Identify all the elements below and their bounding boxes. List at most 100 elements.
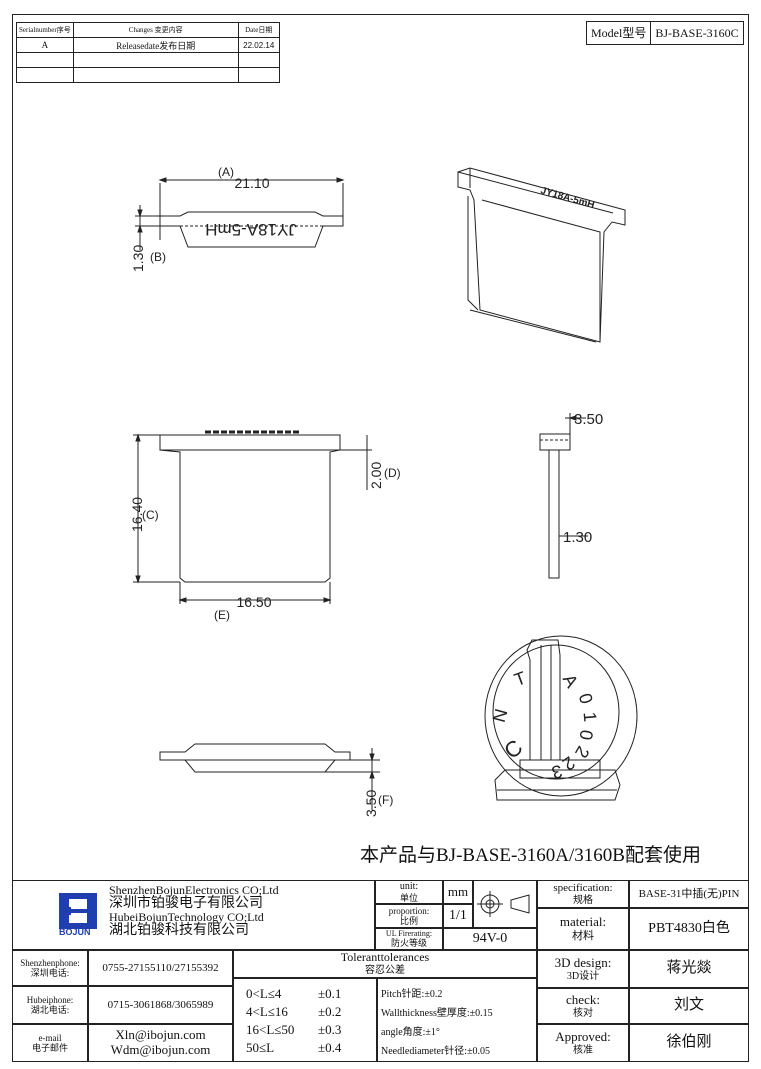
tolerance-range: 4<L≤16: [246, 1004, 288, 1019]
model-label: Model型号: [591, 26, 647, 40]
assembly-char: 0: [575, 691, 597, 706]
design-value: 蒋光燚: [629, 950, 749, 988]
dim-d-tag: (D): [384, 466, 401, 480]
spec-item: Pitch针距:±0.2: [381, 989, 443, 1000]
spec-item: Wallthickness壁厚度:±0.15: [381, 1008, 493, 1019]
bojun-logo-icon: [59, 893, 97, 929]
unit-label-cell: unit: 单位: [375, 880, 443, 904]
tolerance-value: ±0.4: [318, 1040, 342, 1055]
assembly-char: 0: [575, 728, 596, 741]
unit-label: unit:: [399, 881, 419, 893]
check-value: 刘文: [629, 988, 749, 1024]
table-row: [16, 52, 280, 68]
spec-value: BASE-31中插(无)PIN: [629, 880, 749, 908]
assembly-char: A: [559, 671, 582, 691]
check-label: check:: [566, 991, 600, 1007]
contact-label: Hubeiphone:: [26, 994, 74, 1005]
dim-a-tag: (A): [218, 165, 234, 179]
spec-label-cell: specification: 规格: [537, 880, 629, 908]
assembly-char: 1: [580, 711, 601, 723]
iso-engraving: JY18A-5mH: [539, 185, 595, 211]
approved-label-cn: 核准: [573, 1044, 593, 1056]
approved-label: Approved:: [555, 1028, 611, 1044]
material-label: material:: [559, 914, 607, 930]
tolerance-table: 0<L≤4±0.1 4<L≤16 ±0.2 16<L≤50 ±0.3 50≤L ±0.…: [233, 978, 377, 1062]
tolerance-value: ±0.2: [318, 1004, 342, 1019]
usage-note: 本产品与BJ-BASE-3160A/3160B配套使用: [360, 845, 701, 866]
company-en-1: ShenzhenBojunElectronics CO;Ltd: [109, 883, 279, 897]
fire-label: UL Firerating:: [385, 929, 433, 939]
assembly-char: 3: [550, 761, 565, 783]
proportion-value: 1/1: [443, 904, 473, 928]
dim-e-tag: (E): [214, 608, 230, 622]
contact-label-cn: 湖北电话:: [30, 1005, 70, 1015]
fire-label-cell: UL Firerating: 防火等级: [375, 928, 443, 950]
email-2: Wdm@ibojun.com: [110, 1042, 211, 1057]
contact-value: 0755-27155110/27155392: [88, 950, 233, 986]
assembly-char: C: [499, 734, 527, 763]
rev-cell: [237, 67, 280, 83]
unit-label-cn: 单位: [399, 892, 418, 903]
fire-value: 94V-0: [443, 928, 537, 950]
spec-label: specification:: [553, 881, 613, 894]
dim-f-value: 3.50: [363, 790, 379, 817]
table-row: 0<L≤4±0.1: [246, 985, 376, 1003]
dim-c-value: 16.40: [129, 497, 145, 532]
design-label-cn: 3D设计: [566, 970, 600, 982]
side-view: 3.50 1.30: [539, 411, 603, 579]
dim-a-value: 21.10: [234, 175, 269, 191]
table-row: 4<L≤16 ±0.2: [246, 1003, 376, 1021]
tolerance-title-cn: 容忍公差: [365, 965, 405, 977]
front-view: 16.40 (C) 2.00 (D) 16.50 (E): [129, 430, 401, 622]
contact-value: 0715-3061868/3065989: [88, 986, 233, 1024]
tolerance-title-cell: Toleranttolerances 容忍公差: [233, 950, 537, 978]
engraving-text: JY18A-5mH: [205, 220, 297, 239]
assembly-char: T: [512, 668, 529, 691]
pin-head-dim: 3.50: [574, 411, 603, 428]
company-cn-2: 湖北铂骏科技有限公司: [109, 922, 249, 938]
email-cell: Xln@ibojun.com Wdm@ibojun.com: [88, 1024, 233, 1062]
check-label-cell: check: 核对: [537, 988, 629, 1024]
proportion-label: proportion:: [388, 905, 430, 916]
company-cell: BOJUN ShenzhenBojunElectronics CO;Ltd 深圳…: [12, 880, 375, 950]
tolerance-value: ±0.3: [318, 1022, 342, 1037]
assembly-char: N: [489, 707, 512, 725]
design-label-cell: 3D design: 3D设计: [537, 950, 629, 988]
proportion-label-cn: 比例: [399, 916, 418, 926]
contact-label: e-mail: [38, 1032, 62, 1043]
dim-c-tag: (C): [142, 508, 159, 522]
projection-symbol-cell: [473, 880, 537, 928]
check-label-cn: 核对: [573, 1007, 593, 1019]
revision-table: Serialnumber序号 Changes 变更内容 Date日期 A Rel…: [16, 22, 280, 83]
material-label-cell: material: 材料: [537, 908, 629, 950]
tolerance-range: 50≤L: [246, 1040, 275, 1055]
dim-b-tag: (B): [150, 250, 166, 264]
dim-b-value: 1.30: [130, 245, 146, 272]
table-row: 16<L≤50 ±0.3: [246, 1021, 376, 1039]
spec-item: angle角度:±1°: [381, 1027, 440, 1038]
tolerance-range: 16<L≤50: [246, 1022, 295, 1037]
iso-view: JY18A-5mH: [457, 167, 626, 343]
spec-item: Needlediameter针径:±0.05: [381, 1046, 491, 1057]
technical-drawing: JY18A-5mH (A) 21.10 1.30 (B) JY18A-5mH 1…: [129, 165, 638, 817]
material-label-cn: 材料: [572, 930, 594, 943]
spec-tolerance-list: Pitch针距:±0.2 Wallthickness壁厚度:±0.15 angl…: [377, 978, 537, 1062]
top-view: JY18A-5mH (A) 21.10 1.30 (B): [130, 165, 345, 272]
company-cn-1: 深圳市铂骏电子有限公司: [109, 895, 263, 911]
bottom-view: 3.50 (F): [159, 743, 393, 817]
logo-text: BOJUN: [59, 927, 91, 937]
title-block: BOJUN ShenzhenBojunElectronics CO;Ltd 深圳…: [12, 880, 749, 1062]
approved-value: 徐伯刚: [629, 1024, 749, 1062]
fire-label-cn: 防火等级: [390, 938, 427, 949]
assembly-view: C N T A 0 1 0 2 2 3: [484, 635, 638, 801]
contact-label-cell: Hubeiphone: 湖北电话:: [12, 986, 88, 1024]
contact-label-cn: 电子邮件: [31, 1043, 68, 1053]
material-value: PBT4830白色: [629, 908, 749, 950]
dim-e-value: 16.50: [236, 594, 271, 610]
tolerance-value: ±0.1: [318, 986, 342, 1001]
dim-f-tag: (F): [378, 793, 393, 807]
email-1: Xln@ibojun.com: [115, 1027, 206, 1043]
approved-label-cell: Approved: 核准: [537, 1024, 629, 1062]
assembly-char: 2: [571, 743, 593, 762]
unit-value: mm: [443, 880, 473, 904]
